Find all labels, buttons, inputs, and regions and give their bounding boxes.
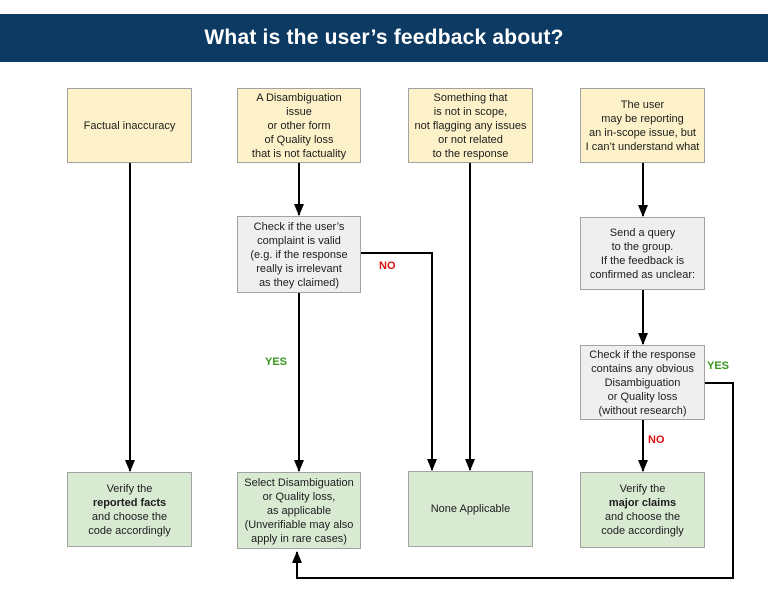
node-factual-inaccuracy: Factual inaccuracy — [67, 88, 192, 163]
node-label: Select Disambiguation or Quality loss, a… — [244, 476, 354, 545]
node-label: Factual inaccuracy — [83, 119, 176, 132]
edge-label-yes-complaint: YES — [265, 356, 288, 368]
node-label: Verify the major claims and choose the c… — [601, 483, 684, 537]
node-send-query: Send a query to the group. If the feedba… — [580, 217, 705, 290]
node-disambiguation-issue: A Disambiguation issue or other form of … — [237, 88, 361, 163]
title-bar: What is the user’s feedback about? — [0, 14, 768, 62]
node-check-complaint-valid: Check if the user’s complaint is valid (… — [237, 216, 361, 293]
node-label: The user may be reporting an in-scope is… — [585, 98, 700, 153]
node-label: Send a query to the group. If the feedba… — [589, 226, 696, 281]
node-label: Check if the response contains any obvio… — [589, 348, 696, 417]
node-label: None Applicable — [430, 503, 511, 515]
arrow-check-no-to-none — [361, 252, 437, 471]
node-none-applicable: None Applicable — [408, 471, 533, 547]
node-label: A Disambiguation issue or other form of … — [251, 91, 347, 160]
page-title: What is the user’s feedback about? — [204, 26, 564, 49]
node-select-disambiguation: Select Disambiguation or Quality loss, a… — [237, 472, 361, 549]
edge-label-yes-obvious: YES — [707, 360, 730, 372]
node-not-in-scope: Something that is not in scope, not flag… — [408, 88, 533, 163]
edge-label-no-complaint: NO — [379, 260, 396, 272]
edge-label-no-obvious: NO — [648, 434, 665, 446]
node-label: Something that is not in scope, not flag… — [414, 91, 527, 160]
node-label: Verify the reported facts and choose the… — [88, 482, 171, 537]
node-check-obvious-loss: Check if the response contains any obvio… — [580, 345, 705, 420]
node-verify-major-claims: Verify the major claims and choose the c… — [580, 472, 705, 548]
node-cant-understand: The user may be reporting an in-scope is… — [580, 88, 705, 163]
node-verify-reported-facts: Verify the reported facts and choose the… — [67, 472, 192, 547]
node-label: Check if the user’s complaint is valid (… — [250, 220, 348, 289]
